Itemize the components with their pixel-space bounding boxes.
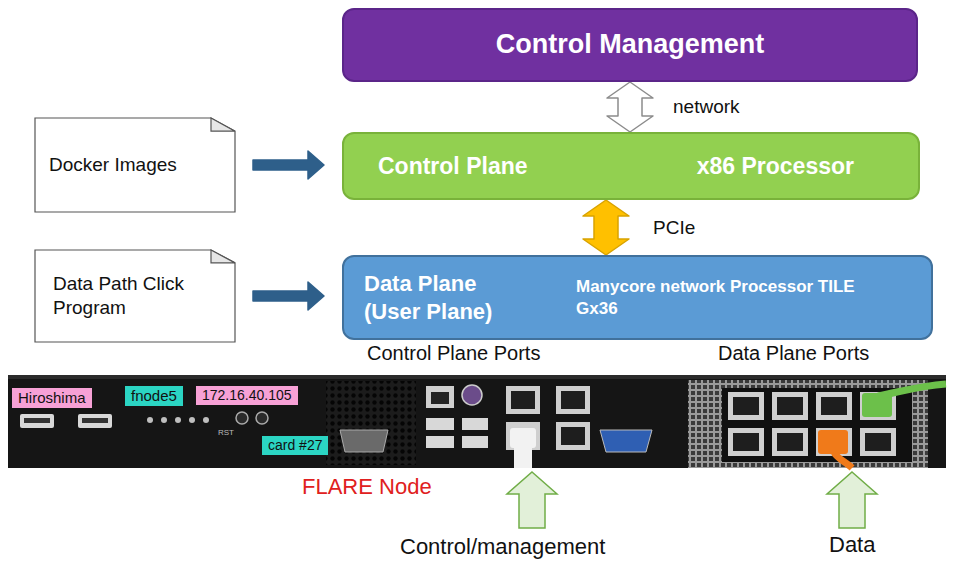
sticker-label: Hiroshima [12, 388, 92, 408]
box-text: Manycore network Processor TILE Gx36 [576, 276, 866, 319]
device-name: FLARE Node [302, 474, 432, 500]
box-text: Control Management [496, 28, 765, 62]
box-text: x86 Processor [697, 152, 854, 181]
connector-label: PCIe [650, 217, 698, 239]
button-label: RST [218, 428, 234, 438]
box-text: Data Plane (User Plane) [364, 270, 534, 325]
box-text: Data Path Click Program [53, 272, 187, 320]
port-group-label: Data Plane Ports [718, 341, 869, 365]
box-text: Docker Images [49, 153, 177, 177]
input-arrows [507, 472, 877, 528]
input-document: Data Path Click Program [35, 250, 235, 342]
input-arrow [253, 151, 324, 179]
sticker-label: card #27 [262, 436, 328, 455]
input-document: Docker Images [35, 118, 235, 212]
box-text: Control Plane [378, 152, 528, 181]
connector-label: network [670, 96, 743, 118]
input-arrow [253, 282, 324, 310]
pcie-arrow [583, 200, 629, 255]
data-plane-box: Data Plane (User Plane) Manycore network … [342, 255, 933, 340]
port-caption: Data [829, 532, 875, 558]
management-box: Control Management [342, 8, 918, 82]
document-outline [35, 250, 235, 342]
port-caption: Control/management [400, 534, 605, 560]
control-plane-box: Control Plane x86 Processor [342, 132, 920, 200]
port-group-label: Control Plane Ports [367, 341, 540, 365]
chassis-front [8, 375, 946, 468]
network-arrow [607, 82, 653, 132]
sticker-label: fnode5 [125, 386, 183, 406]
sticker-label: 172.16.40.105 [196, 386, 298, 405]
